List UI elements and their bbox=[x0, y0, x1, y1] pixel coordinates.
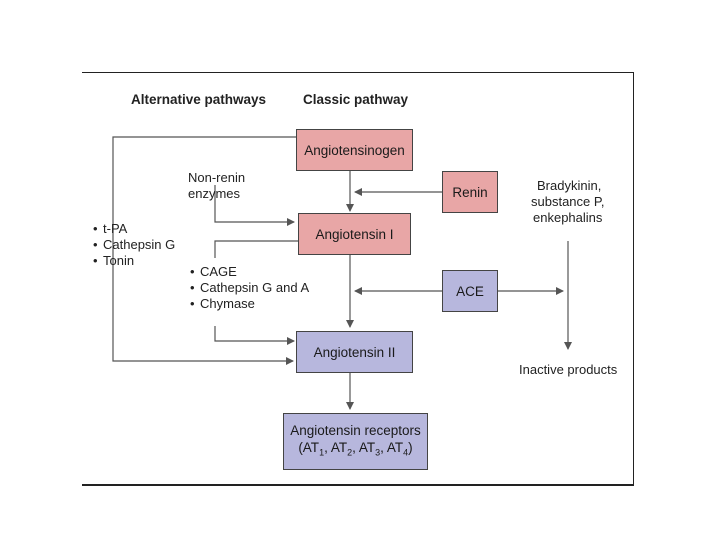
ang1-ang2-enzyme-item: CAGE bbox=[190, 264, 309, 280]
bradykinin-label-line1: Bradykinin, bbox=[537, 178, 602, 193]
ang1-ang2-enzyme-list: CAGE Cathepsin G and A Chymase bbox=[190, 264, 309, 312]
non-renin-label-line2: enzymes bbox=[188, 186, 241, 201]
heading-classic-pathway: Classic pathway bbox=[303, 92, 409, 107]
alt-enzyme-item: Cathepsin G bbox=[93, 237, 175, 253]
non-renin-connector bbox=[214, 185, 295, 226]
ang1-ang2-enzyme-item: Cathepsin G and A bbox=[190, 280, 309, 296]
ang1-ang2-enzymes-connector bbox=[214, 240, 298, 341]
renin-box: Renin bbox=[442, 171, 498, 213]
ang1-ang2-enzyme-item: Chymase bbox=[190, 296, 309, 312]
inactive-products-label: Inactive products bbox=[519, 362, 618, 377]
alt-enzyme-list: t-PA Cathepsin G Tonin bbox=[93, 221, 175, 269]
heading-alternative-pathways: Alternative pathways bbox=[131, 92, 267, 107]
receptors-subtypes: (AT1, AT2, AT3, AT4) bbox=[298, 439, 413, 458]
angiotensinogen-box: Angiotensinogen bbox=[296, 129, 413, 171]
angiotensin-2-box: Angiotensin II bbox=[296, 331, 413, 373]
non-renin-label-line1: Non-renin bbox=[188, 170, 246, 185]
receptors-title: Angiotensin receptors bbox=[290, 422, 421, 438]
angiotensin-1-box: Angiotensin I bbox=[298, 213, 411, 255]
angiotensin-receptors-box: Angiotensin receptors (AT1, AT2, AT3, AT… bbox=[283, 413, 428, 470]
bradykinin-label-line2: substance P, bbox=[531, 194, 605, 209]
ace-box: ACE bbox=[442, 270, 498, 312]
diagram-frame bbox=[82, 72, 634, 486]
bradykinin-label-line3: enkephalins bbox=[533, 210, 603, 225]
alt-enzyme-item: t-PA bbox=[93, 221, 175, 237]
alt-enzyme-item: Tonin bbox=[93, 253, 175, 269]
